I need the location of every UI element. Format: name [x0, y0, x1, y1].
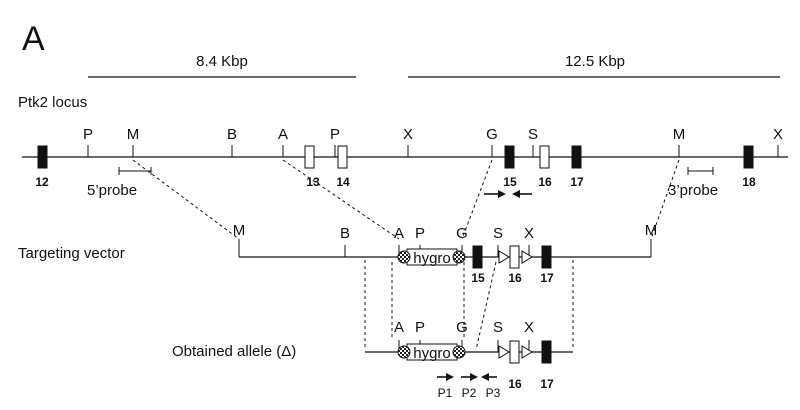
exon-box [509, 340, 520, 364]
exon-label: 17 [540, 377, 554, 391]
panel-letter: A [22, 20, 45, 58]
loxp-triangle [521, 250, 533, 264]
site-label: M [127, 126, 140, 143]
site-label: M [673, 126, 686, 143]
site-label: G [486, 126, 498, 143]
vector-exons: 15 16 17 [471, 245, 554, 285]
site-label: B [340, 225, 350, 242]
cassette-label: hygro [413, 250, 451, 267]
site-label: A [394, 319, 404, 336]
exon-box [337, 145, 348, 169]
site-label: P [415, 319, 425, 336]
site-label: S [493, 225, 503, 242]
primer-arrow [446, 373, 454, 381]
site-label: P [415, 225, 425, 242]
locus-primer-arrows [484, 190, 532, 198]
site-label: A [278, 126, 288, 143]
exon-label: 15 [503, 175, 517, 189]
primer-label: P2 [462, 386, 477, 400]
locus-exons: 12 13 14 15 16 17 18 [35, 145, 756, 189]
primer-arrow [470, 373, 478, 381]
site-label: S [493, 319, 503, 336]
locus-title: Ptk2 locus [18, 94, 87, 111]
site-label: X [403, 126, 413, 143]
site-label: M [233, 222, 246, 239]
exon-box [743, 145, 754, 169]
exon-label: 16 [508, 377, 522, 391]
loxp-triangle [498, 345, 510, 359]
vector-allele-connectors [364, 260, 574, 351]
vector-hygro-cassette: hygro [397, 248, 466, 267]
scale-label-right: 12.5 Kbp [565, 53, 625, 70]
allele-primers: P1 P2 P3 [437, 373, 501, 400]
exon-label: 18 [742, 175, 756, 189]
primer-label: P3 [486, 386, 501, 400]
site-label: G [456, 225, 468, 242]
exon-label: 15 [471, 271, 485, 285]
vector-title: Targeting vector [18, 245, 125, 262]
allele-hygro-cassette: hygro [397, 343, 466, 362]
site-label: G [456, 319, 468, 336]
site-label: X [773, 126, 783, 143]
probe3-label: 3’probe [668, 182, 718, 199]
site-label: B [227, 126, 237, 143]
primer-label: P1 [438, 386, 453, 400]
allele-title: Obtained allele (Δ) [172, 343, 296, 360]
exon-label: 17 [570, 175, 584, 189]
vector-sites: M B A P G S X M [233, 222, 658, 257]
exon-label: 16 [508, 271, 522, 285]
exon-box [539, 145, 550, 169]
exon-box [541, 340, 552, 364]
exon-box [509, 245, 520, 269]
probe5-label: 5’probe [87, 182, 137, 199]
exon-label: 14 [336, 175, 350, 189]
exon-box [472, 245, 483, 269]
loxp-triangle [498, 250, 510, 264]
exon-label: 16 [538, 175, 552, 189]
exon-box [571, 145, 582, 169]
exon-box [504, 145, 515, 169]
cassette-label: hygro [413, 345, 451, 362]
exon-label: 17 [540, 271, 554, 285]
primer-arrow [481, 373, 489, 381]
exon-box [304, 145, 315, 169]
exon-label: 12 [35, 175, 49, 189]
site-label: P [83, 126, 93, 143]
site-label: P [330, 126, 340, 143]
exon-box [541, 245, 552, 269]
site-label: X [524, 225, 534, 242]
site-label: S [528, 126, 538, 143]
site-label: A [394, 225, 404, 242]
scale-label-left: 8.4 Kbp [196, 53, 248, 70]
exon-box [37, 145, 48, 169]
probe-3: 3’probe [668, 167, 718, 199]
locus-sites: P M B A P X G S M X [83, 126, 783, 157]
probe-5: 5’probe [87, 167, 152, 199]
site-label: X [524, 319, 534, 336]
homology-connectors [132, 159, 680, 240]
loxp-triangle [521, 345, 533, 359]
allele-exons: 16 17 [498, 340, 554, 391]
site-label: M [645, 222, 658, 239]
